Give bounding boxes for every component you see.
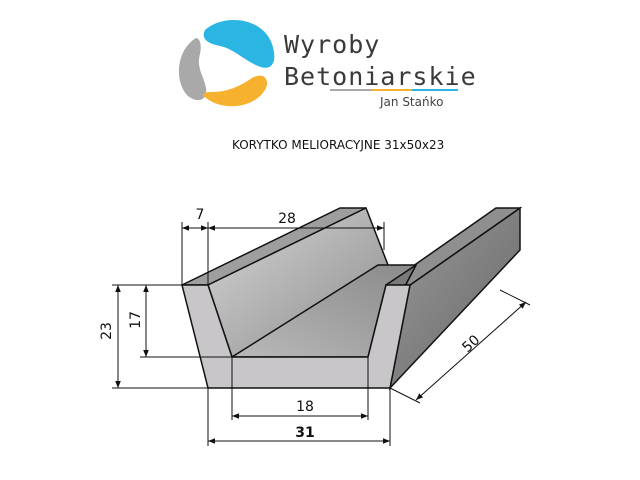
dim-label-inner-top: 28 [278,211,296,227]
dim-label-length: 50 [459,332,483,356]
right-wall-outer-face [388,206,521,391]
extension-lines [112,222,531,446]
dim-label-bottom-inner: 18 [296,399,314,415]
front-cross-section [181,284,411,389]
dim-label-wall-top: 7 [196,207,205,223]
product-title: KORYTKO MELIORACYJNE 31x50x23 [232,138,445,152]
logo-orange-swoosh [203,75,268,107]
dim-label-height-inner: 17 [128,311,144,329]
dim-label-height-total: 23 [99,322,115,340]
logo-gray-swoosh [178,38,207,101]
brand-name-line1: Wyroby [284,30,381,59]
logo-blue-swoosh [203,19,275,68]
dim-label-bottom-total: 31 [295,425,314,441]
brand-name-line2: Betoniarskie [284,62,477,91]
dim-line-length [415,301,527,401]
brand-author: Jan Stańko [380,95,444,109]
